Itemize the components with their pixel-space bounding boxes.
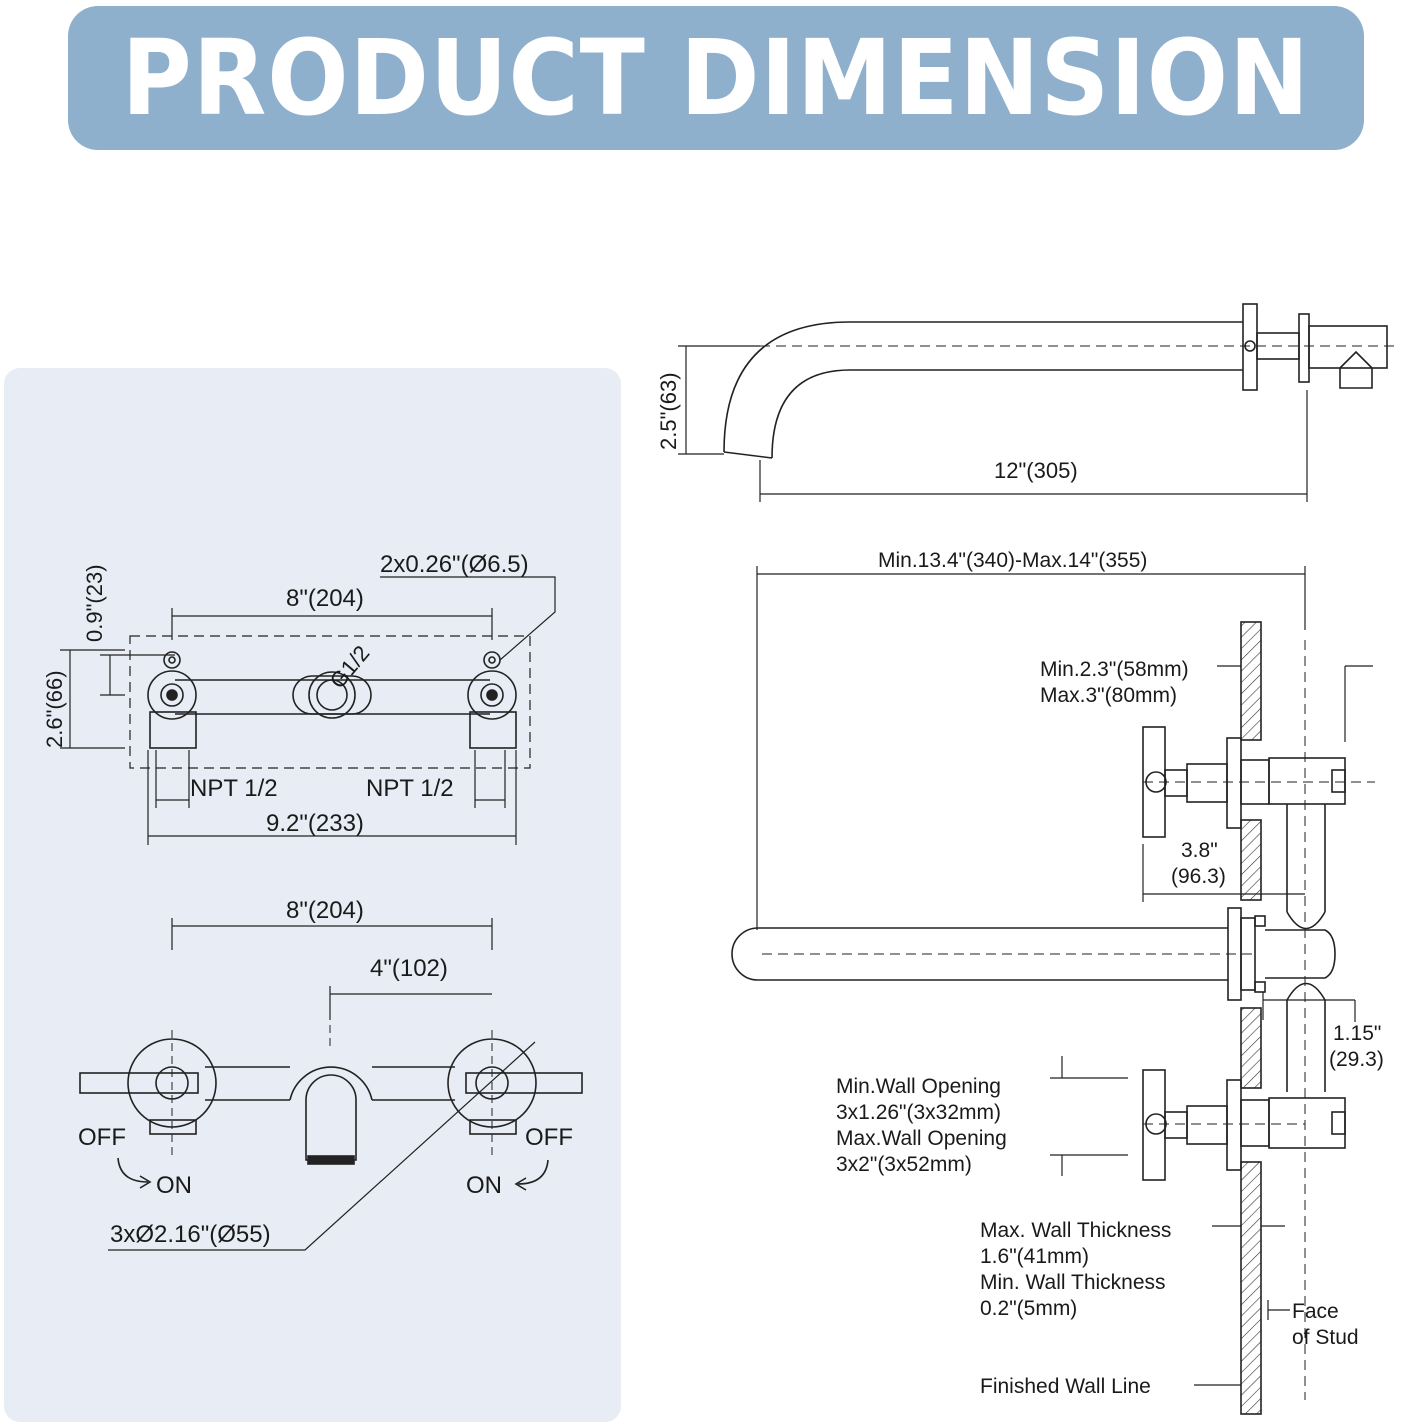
spout-reach-label: 12"(305) [994,458,1078,483]
front-view [60,576,556,845]
handle-depth-label-2: (96.3) [1171,865,1226,888]
overall-depth-label: Min.13.4"(340)-Max.14"(355) [878,549,1147,572]
thickness-label-4: 0.2"(5mm) [980,1297,1077,1320]
page-title: PRODUCT DIMENSION [121,17,1311,139]
side-view [731,566,1375,1415]
off-right-label: OFF [525,1124,573,1151]
on-right-label: ON [466,1172,502,1199]
opening-label-4: 3x2"(3x52mm) [836,1153,972,1176]
rough-max-label: Max.3"(80mm) [1040,684,1177,707]
handle-spacing-label: 8"(204) [286,897,364,924]
rough-min-label: Min.2.3"(58mm) [1040,658,1189,681]
thickness-label-1: Max. Wall Thickness [980,1219,1171,1242]
thickness-label-3: Min. Wall Thickness [980,1271,1166,1294]
stud-label-2: of Stud [1292,1326,1359,1349]
hole-spec-label: 2x0.26"(Ø6.5) [380,551,529,578]
spout-height-label: 2.5"(63) [656,372,681,450]
thickness-label-2: 1.6"(41mm) [980,1245,1089,1268]
stud-label-1: Face [1292,1300,1339,1323]
handle-depth-label-1: 3.8" [1181,839,1218,862]
offset-label-2: (29.3) [1329,1048,1384,1071]
top-offset-label: 0.9"(23) [82,564,107,642]
right-port-label: NPT 1/2 [366,775,454,802]
center-to-center-label: 8"(204) [286,585,364,612]
on-left-label: ON [156,1172,192,1199]
off-left-label: OFF [78,1124,126,1151]
escutcheon-label: 3xØ2.16"(Ø55) [110,1221,271,1248]
top-view [79,918,583,1251]
spout-view [678,303,1395,502]
center-port-label: G1/2 [325,641,375,694]
front-height-label: 2.6"(66) [42,670,67,748]
overall-width-label: 9.2"(233) [266,810,364,837]
header-banner: PRODUCT DIMENSION [68,6,1364,150]
offset-label-1: 1.15" [1333,1022,1381,1045]
opening-label-2: 3x1.26"(3x32mm) [836,1101,1001,1124]
finished-wall-label: Finished Wall Line [980,1375,1151,1398]
opening-label-1: Min.Wall Opening [836,1075,1001,1098]
spout-offset-label: 4"(102) [370,955,448,982]
left-port-label: NPT 1/2 [190,775,278,802]
opening-label-3: Max.Wall Opening [836,1127,1007,1150]
left-panel [4,368,621,1422]
